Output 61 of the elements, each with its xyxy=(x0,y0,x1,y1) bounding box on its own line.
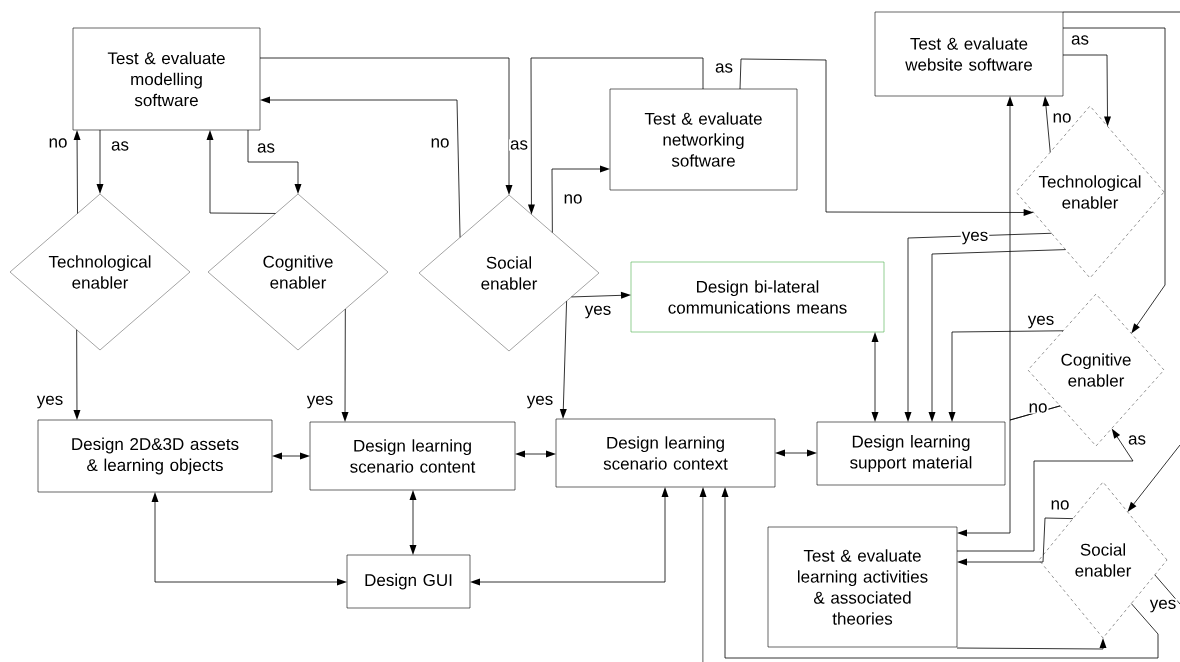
arrow xyxy=(957,405,1061,537)
edge-label: as xyxy=(1070,34,1090,46)
edge-label: yes xyxy=(305,394,335,410)
edge-label: no xyxy=(1051,112,1073,124)
arrow xyxy=(247,129,302,194)
process-box: Test & evaluate modelling software xyxy=(72,27,261,131)
process-box: Design learning scenario context xyxy=(555,418,776,488)
arrow xyxy=(775,449,817,457)
edge-label: no xyxy=(429,137,451,149)
edge-label: no xyxy=(1049,499,1071,511)
arrow xyxy=(73,329,81,420)
edge-label: yes xyxy=(525,394,555,410)
arrow xyxy=(470,487,669,586)
process-box: Design bi-lateral communications means xyxy=(630,261,885,333)
arrow xyxy=(739,58,1034,216)
arrow xyxy=(957,517,1074,566)
arrow xyxy=(259,57,513,195)
arrow xyxy=(699,487,707,662)
arrow xyxy=(206,130,276,214)
edge-label: no xyxy=(1027,402,1049,414)
arrow xyxy=(527,57,704,215)
edge-label: yes xyxy=(960,230,990,246)
process-box: Design GUI xyxy=(346,554,471,609)
arrow xyxy=(1042,96,1051,153)
arrow xyxy=(928,249,1066,422)
process-box: Design learning scenario content xyxy=(309,421,516,491)
arrow xyxy=(151,492,347,586)
arrow xyxy=(904,232,1052,422)
arrow xyxy=(1062,27,1166,334)
arrow xyxy=(272,452,310,460)
arrow xyxy=(260,96,461,238)
arrow xyxy=(515,450,556,458)
edge-label: as xyxy=(256,142,276,154)
arrow xyxy=(559,300,567,419)
edge-label: yes xyxy=(35,394,65,410)
edge-label: yes xyxy=(1026,314,1056,330)
process-box: Test & evaluate networking software xyxy=(609,88,798,191)
arrow xyxy=(96,129,104,194)
arrow xyxy=(551,165,610,233)
edge-label: as xyxy=(714,62,734,74)
arrow xyxy=(1062,54,1111,127)
process-box: Design learning support material xyxy=(816,421,1006,486)
process-box: Test & evaluate learning activities & associated theories xyxy=(767,526,958,648)
arrow xyxy=(571,291,631,299)
arrow xyxy=(948,330,1064,422)
process-box: Test & evaluate website software xyxy=(874,11,1064,97)
edge-label: yes xyxy=(1148,598,1178,614)
edge-label: no xyxy=(562,193,584,205)
arrow xyxy=(721,487,1159,659)
process-box: Design 2D&3D assets & learning objects xyxy=(37,419,273,493)
arrow xyxy=(73,130,81,214)
arrow xyxy=(1127,444,1180,512)
arrow xyxy=(956,638,1107,650)
edge-label: no xyxy=(47,137,69,149)
edge-label: as xyxy=(1127,434,1147,446)
edge-label: as xyxy=(110,140,130,152)
arrow xyxy=(409,490,417,555)
arrow xyxy=(871,332,879,422)
arrow xyxy=(956,428,1134,552)
edge-label: as xyxy=(509,139,529,151)
arrow xyxy=(341,308,349,422)
